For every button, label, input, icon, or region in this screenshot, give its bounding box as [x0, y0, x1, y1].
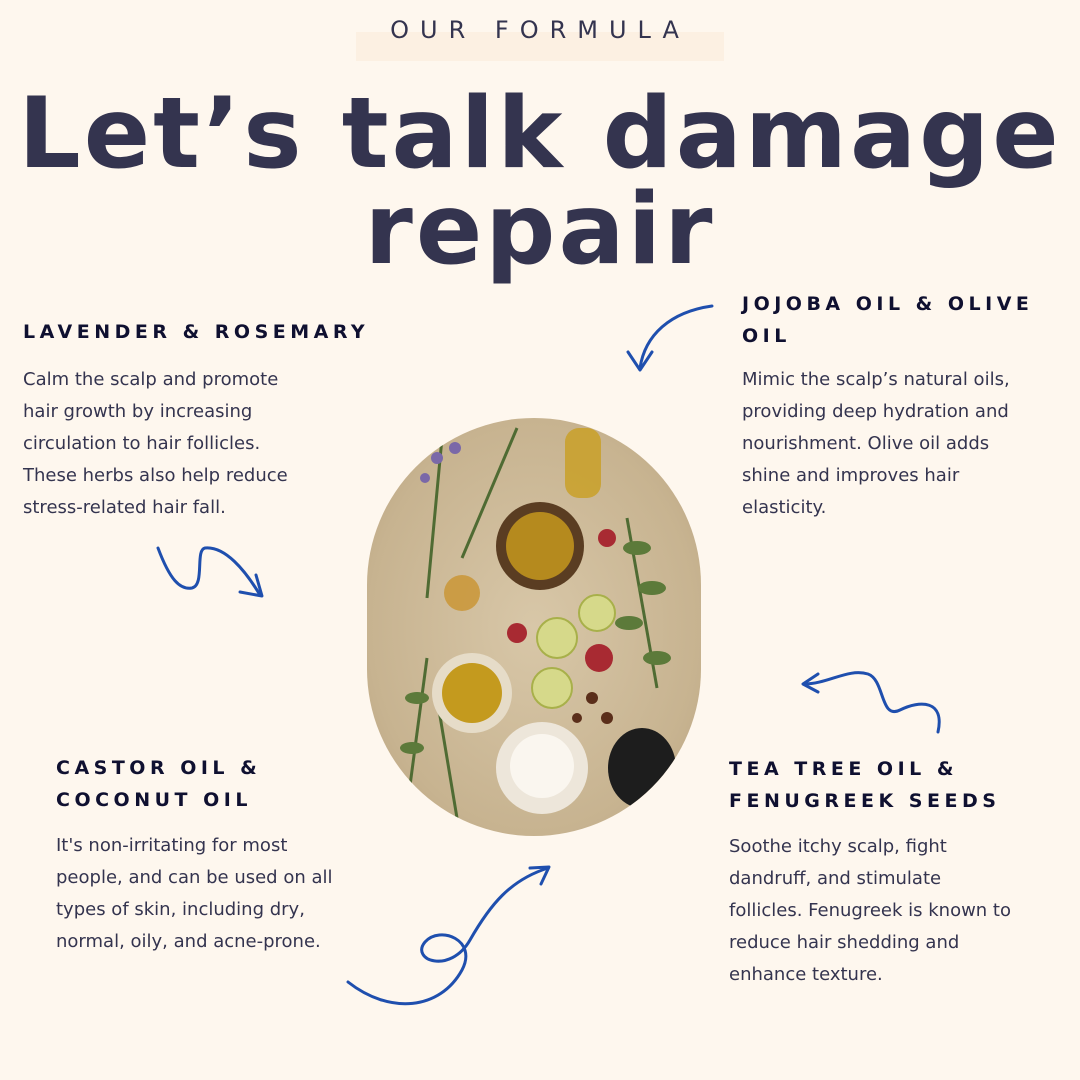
body-line: Mimic the scalp’s natural oils,: [742, 369, 1010, 390]
body-line: nourishment. Olive oil adds: [742, 433, 990, 454]
eyebrow-label: OUR FORMULA: [390, 16, 690, 44]
body-line: These herbs also help reduce: [23, 465, 288, 486]
heading-line: CASTOR OIL &: [56, 757, 262, 779]
body-line: people, and can be used on all: [56, 867, 333, 888]
heading-line: TEA TREE OIL &: [729, 758, 958, 780]
heading-line: JOJOBA OIL & OLIVE: [742, 293, 1034, 315]
page-title-line1: Let’s talk damage: [18, 77, 1062, 191]
body-line: shine and improves hair: [742, 465, 960, 486]
section-teatree: TEA TREE OIL & FENUGREEK SEEDS Soothe it…: [729, 753, 1069, 991]
body-line: providing deep hydration and: [742, 401, 1009, 422]
body-line: Soothe itchy scalp, fight: [729, 836, 947, 857]
body-line: follicles. Fenugreek is known to: [729, 900, 1011, 921]
body-line: circulation to hair follicles.: [23, 433, 261, 454]
section-body: It's non-irritating for most people, and…: [56, 830, 376, 958]
arrow-castor-icon: [346, 865, 551, 1006]
arrow-teatree-icon: [801, 671, 941, 734]
body-line: normal, oily, and acne-prone.: [56, 931, 321, 952]
body-line: Calm the scalp and promote: [23, 369, 279, 390]
fenugreek-seeds: [444, 575, 480, 611]
eyebrow-highlight: [356, 32, 724, 61]
page-title-line2: repair: [364, 173, 716, 287]
body-line: stress-related hair fall.: [23, 497, 226, 518]
section-heading: CASTOR OIL & COCONUT OIL: [56, 752, 376, 816]
ingredients-photo: [367, 418, 701, 836]
body-line: elasticity.: [742, 497, 827, 518]
hibiscus-petals: [507, 529, 616, 672]
section-body: Calm the scalp and promote hair growth b…: [23, 364, 383, 524]
body-line: enhance texture.: [729, 964, 883, 985]
grapes: [531, 594, 616, 709]
section-heading: TEA TREE OIL & FENUGREEK SEEDS: [729, 753, 1069, 817]
lavender-buds: [420, 442, 461, 483]
body-line: hair growth by increasing: [23, 401, 253, 422]
body-line: dandruff, and stimulate: [729, 868, 942, 889]
cloves: [572, 692, 613, 724]
oil-bottle: [565, 428, 601, 498]
section-jojoba: JOJOBA OIL & OLIVE OIL Mimic the scalp’s…: [742, 288, 1072, 524]
arrow-lavender-icon: [156, 546, 264, 598]
section-heading: LAVENDER & ROSEMARY: [23, 321, 370, 343]
section-lavender: LAVENDER & ROSEMARY Calm the scalp and p…: [23, 316, 383, 524]
body-line: types of skin, including dry,: [56, 899, 305, 920]
ingredients-illustration: [400, 427, 676, 819]
heading-line: OIL: [742, 325, 791, 347]
heading-line: FENUGREEK SEEDS: [729, 790, 1001, 812]
section-body: Mimic the scalp’s natural oils, providin…: [742, 364, 1072, 524]
heading-line: COCONUT OIL: [56, 789, 252, 811]
section-heading: JOJOBA OIL & OLIVE OIL: [742, 288, 1072, 352]
section-castor: CASTOR OIL & COCONUT OIL It's non-irrita…: [56, 752, 376, 958]
arrow-jojoba-icon: [626, 304, 714, 372]
body-line: reduce hair shedding and: [729, 932, 960, 953]
body-line: It's non-irritating for most: [56, 835, 288, 856]
leaves: [400, 541, 671, 754]
section-body: Soothe itchy scalp, fight dandruff, and …: [729, 831, 1069, 991]
